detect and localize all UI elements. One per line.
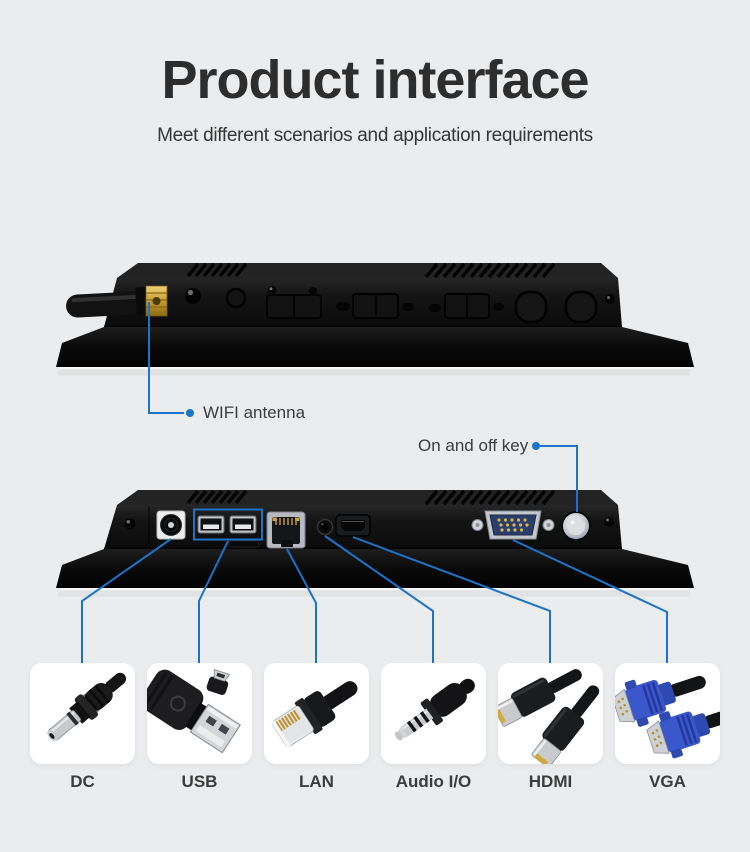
dc-port — [156, 510, 186, 540]
connector-label-hdmi: HDMI — [528, 772, 573, 791]
connector-label-usb: USB — [181, 772, 218, 791]
wifi-antenna-label: WIFI antenna — [203, 403, 306, 422]
vga-plug-icon — [615, 663, 720, 764]
dc-leader-line — [81, 538, 172, 664]
wifi-leader-line — [148, 302, 184, 414]
lan-port — [266, 511, 306, 549]
usb-plug-icon — [147, 668, 241, 754]
connector-tile-hdmi — [498, 663, 603, 764]
dc-plug-icon — [47, 672, 127, 742]
screw-hole-right — [604, 517, 614, 527]
screw-hole-left — [124, 518, 136, 530]
connector-label-lan: LAN — [299, 772, 334, 791]
power-button — [561, 511, 591, 541]
audio-jack-icon — [394, 678, 475, 741]
power-leader-dot — [532, 442, 540, 450]
connector-label-vga: VGA — [649, 772, 686, 791]
vga-port — [471, 510, 555, 540]
top-device-cutouts — [185, 285, 615, 324]
hdmi-port — [335, 514, 371, 537]
lan-leader-line — [286, 548, 317, 664]
wifi-leader-dot — [186, 409, 194, 417]
wifi-antenna — [66, 286, 148, 318]
rj45-plug-icon — [271, 681, 358, 748]
bottom-device-display-slab — [56, 549, 694, 588]
page-subtitle: Meet different scenarios and application… — [157, 125, 593, 146]
power-key-label: On and off key — [418, 436, 529, 455]
connector-tile-usb — [147, 663, 252, 764]
connector-label-audio: Audio I/O — [395, 772, 472, 791]
power-leader-line — [540, 445, 578, 512]
connector-tile-dc — [30, 663, 135, 764]
usb-ports — [193, 508, 263, 548]
usb-highlight-box — [193, 508, 263, 541]
connector-tile-vga — [615, 663, 720, 764]
hdmi-leader-line — [352, 536, 551, 664]
hdmi-plug-icon — [498, 663, 603, 764]
connector-label-dc: DC — [70, 772, 95, 791]
connector-tile-lan — [264, 663, 369, 764]
usb-leader-line — [198, 540, 229, 664]
connector-tile-audio — [381, 663, 486, 764]
wifi-antenna-sma-connector — [145, 285, 168, 317]
vga-leader-line — [512, 539, 668, 664]
device-bottom-view — [56, 489, 694, 597]
top-device-display-slab — [56, 327, 694, 367]
device-top-view — [56, 262, 694, 376]
sim-slot — [228, 540, 260, 548]
audio-jack-port — [316, 518, 334, 536]
audio-leader-line — [324, 535, 434, 664]
page-title: Product interface — [161, 50, 589, 110]
callout-lines — [81, 302, 668, 664]
